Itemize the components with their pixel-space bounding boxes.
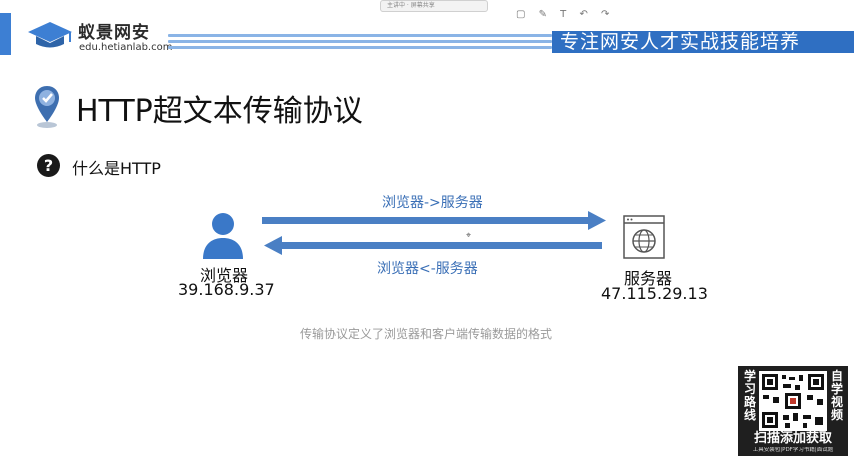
client-label: 浏览器 (200, 266, 249, 285)
client-ip: 39.168.9.37 (178, 280, 275, 299)
mouse-cursor-icon: ⌖ (466, 231, 472, 241)
promo-cta: 扫描添加获取 (753, 431, 832, 446)
slide-caption: 传输协议定义了浏览器和客户端传输数据的格式 (300, 327, 553, 341)
left-accent-bar (0, 13, 11, 55)
graduation-cap-logo-icon (28, 22, 72, 48)
response-arrow-label: 浏览器<-服务器 (377, 261, 478, 277)
screen-share-status: 主讲中 · 屏幕共享 (387, 2, 435, 9)
server-label: 服务器 (624, 269, 673, 288)
promo-subtext: 工具安装包|PDF学习书籍|面试题 (752, 447, 834, 453)
brand-url: edu.hetianlab.com (79, 42, 173, 53)
slogan-text: 专注网安人才实战技能培养 (560, 31, 801, 53)
question-mark-icon: ? (37, 154, 60, 177)
question-heading: 什么是HTTP (72, 159, 161, 178)
browser-globe-icon (623, 215, 665, 259)
qr-code-icon (759, 371, 827, 431)
drawing-tools[interactable]: ▢ ✎ T ↶ ↷ (516, 9, 615, 20)
slogan-banner (552, 31, 854, 53)
screen-share-toolbar[interactable]: 主讲中 · 屏幕共享 (380, 0, 488, 12)
request-arrow (262, 211, 606, 230)
slide-title: HTTP超文本传输协议 (76, 94, 363, 129)
request-arrow-label: 浏览器->服务器 (382, 195, 483, 211)
user-person-icon (203, 213, 243, 259)
map-pin-check-icon (35, 86, 59, 128)
promo-left-text: 学习路线 (743, 369, 756, 422)
promo-right-text: 自学视频 (830, 369, 843, 422)
server-ip: 47.115.29.13 (601, 284, 708, 303)
header-stripes (168, 34, 552, 50)
brand-name: 蚁景网安 (78, 23, 150, 43)
response-arrow (264, 236, 602, 255)
promo-qr-panel[interactable]: 学习路线 自学视频 扫描添加获取 工具安装包|PDF学习书籍|面试题 (738, 366, 848, 456)
request-response-arrows (262, 211, 606, 255)
